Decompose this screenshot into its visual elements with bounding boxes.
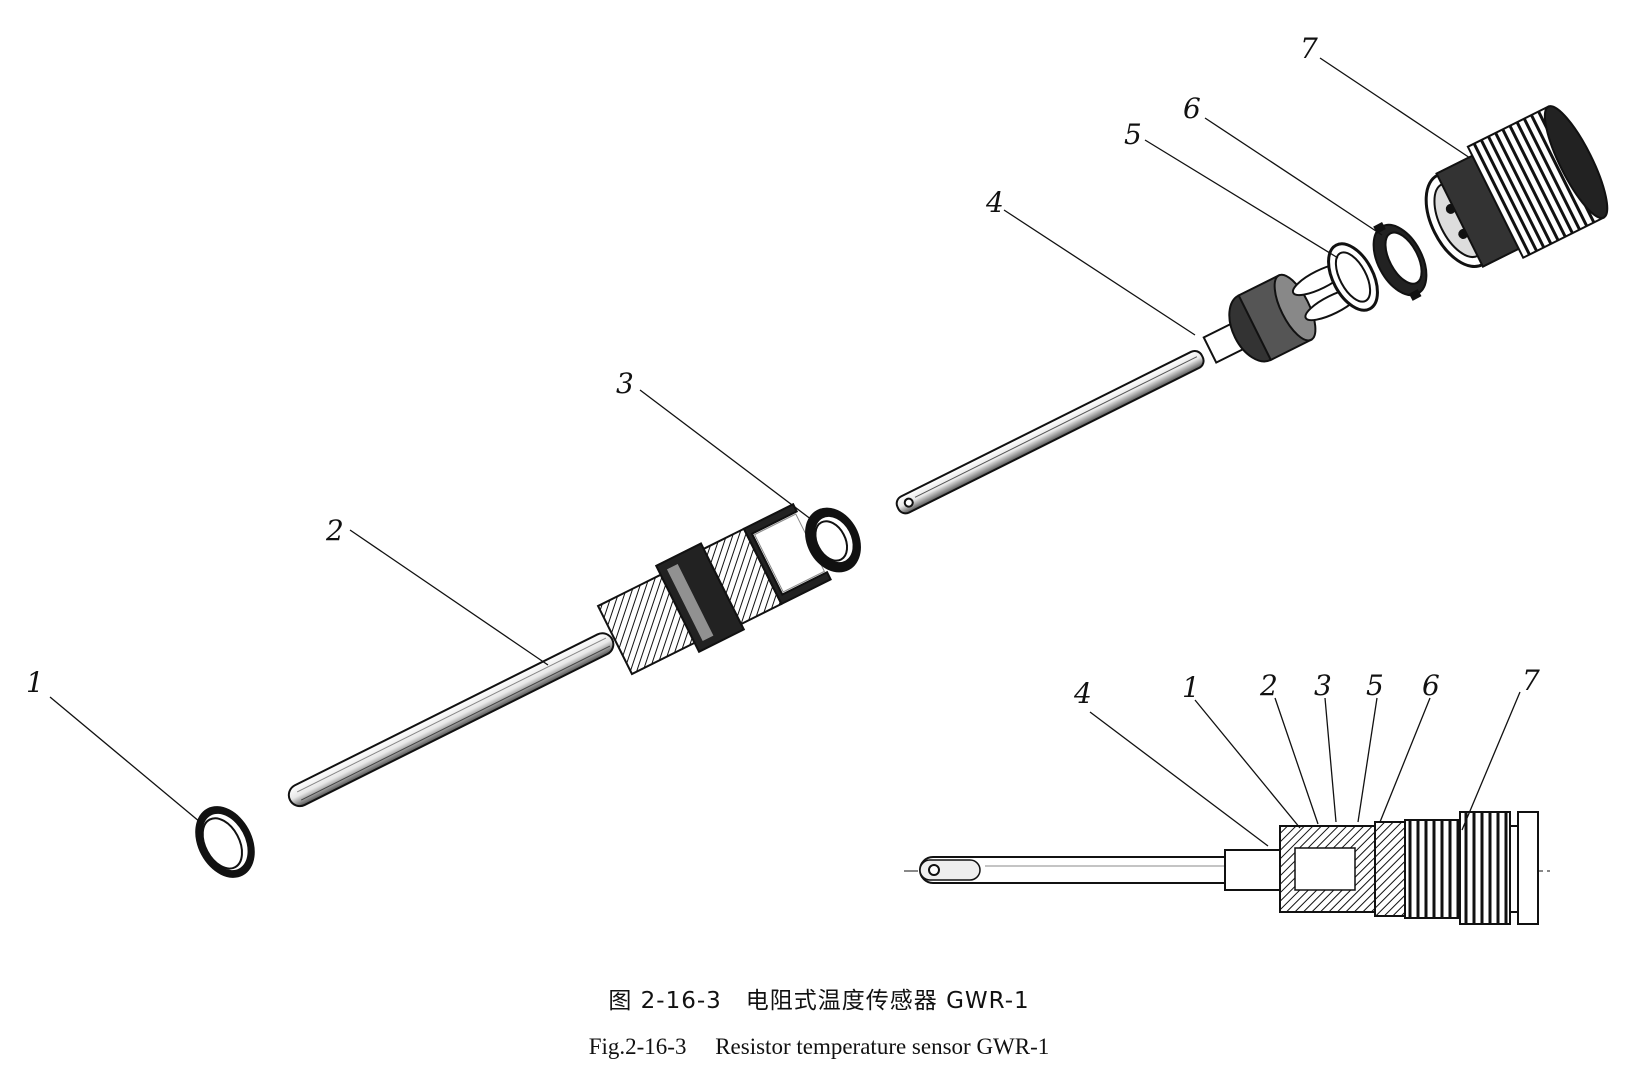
assembled-callouts: 4 1 2 3 5 6 7 <box>1073 664 1540 710</box>
assembled-callout-6: 6 <box>1422 669 1440 702</box>
assembled-callout-4: 4 <box>1073 677 1092 710</box>
figure-caption-english: Fig.2-16-3 Resistor temperature sensor G… <box>588 1034 1050 1059</box>
exploded-callout-7: 7 <box>1300 32 1318 65</box>
exploded-callout-2: 2 <box>325 514 344 547</box>
part-4-sensing-element <box>895 262 1361 515</box>
exploded-callout-5: 5 <box>1124 118 1142 151</box>
assembled-callout-2: 2 <box>1259 669 1278 702</box>
exploded-callout-1: 1 <box>26 666 44 699</box>
exploded-callouts: 1 2 3 4 5 6 7 <box>26 32 1318 699</box>
assembled-callout-1: 1 <box>1182 671 1200 704</box>
part-7-connector-nut <box>1424 105 1609 269</box>
assembled-callout-5: 5 <box>1366 669 1384 702</box>
exploded-callout-3: 3 <box>616 367 634 400</box>
exploded-leader-lines <box>49 57 1471 823</box>
part-3-sealing-ring <box>805 507 861 573</box>
part-2-probe-housing <box>287 502 832 808</box>
part-1-sealing-ring <box>195 806 255 878</box>
assembled-callout-7: 7 <box>1522 664 1540 697</box>
exploded-callout-6: 6 <box>1183 92 1201 125</box>
assembled-callout-3: 3 <box>1314 669 1332 702</box>
exploded-callout-4: 4 <box>985 186 1004 219</box>
figure-caption-chinese: 图 2-16-3 电阻式温度传感器 GWR-1 <box>608 988 1030 1014</box>
assembled-sensor <box>904 811 1550 925</box>
assembled-leader-lines <box>1089 691 1521 847</box>
part-5-washer <box>1327 242 1379 312</box>
part-6-lock-ring <box>1372 221 1428 301</box>
